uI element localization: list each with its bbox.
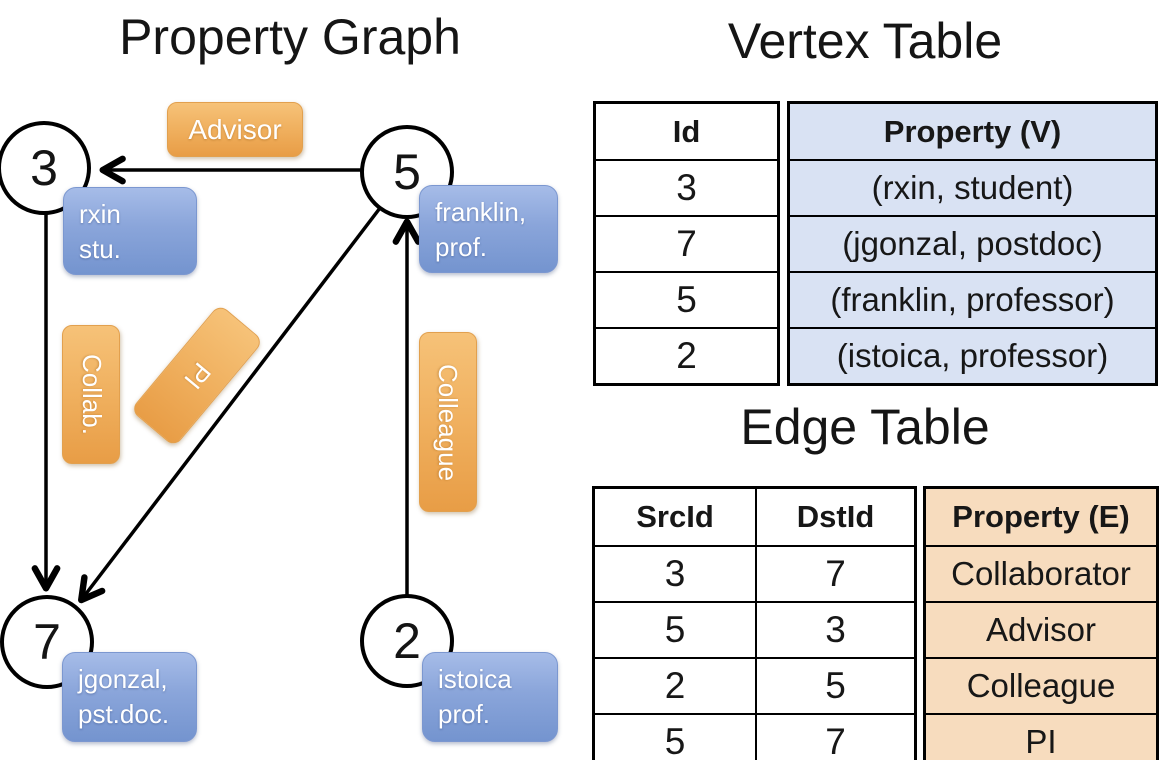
edge-table: SrcId DstId 3 7 5 3 2 5 5 7 Property (E)	[592, 486, 1159, 760]
vertex-property-line: prof.	[435, 232, 488, 262]
column-header-dstid: DstId	[755, 486, 917, 547]
vertex-id-5: 5	[393, 144, 421, 200]
table-cell: 2	[593, 327, 780, 386]
vertex-property-line: istoica	[438, 664, 512, 694]
table-cell: PI	[923, 713, 1159, 760]
vertex-property-box-5: franklin, prof.	[419, 185, 558, 273]
edge-label-advisor: Advisor	[167, 102, 303, 157]
column-header-property-v: Property (V)	[787, 101, 1158, 161]
vertex-property-line: jgonzal,	[78, 664, 168, 694]
vertex-property-box-7: jgonzal, pst.doc.	[62, 652, 197, 742]
column-header-property-e: Property (E)	[923, 486, 1159, 547]
table-cell: 5	[592, 713, 757, 760]
column-header-id: Id	[593, 101, 780, 161]
table-cell: Advisor	[923, 601, 1159, 659]
table-gap	[780, 101, 787, 386]
edge-pi-5-to-7	[78, 206, 382, 604]
edge-label-collab: Collab.	[62, 325, 120, 464]
table-cell: 7	[593, 215, 780, 273]
table-gap	[917, 486, 923, 760]
vertex-table-title: Vertex Table	[727, 13, 1003, 69]
property-graph-title: Property Graph	[119, 9, 461, 65]
table-cell: 3	[755, 601, 917, 659]
table-cell: Collaborator	[923, 545, 1159, 603]
vertex-property-line: franklin,	[435, 197, 527, 227]
edge-table-title: Edge Table	[740, 399, 990, 455]
vertex-id-7: 7	[33, 614, 61, 670]
vertex-table: Id 3 7 5 2 Property (V) (rxin, student) …	[593, 101, 1158, 386]
vertex-id-2: 2	[393, 613, 421, 669]
table-cell: 7	[755, 713, 917, 760]
vertex-property-line: stu.	[79, 234, 121, 264]
table-cell: (jgonzal, postdoc)	[787, 215, 1158, 273]
table-cell: 2	[592, 657, 757, 715]
vertex-property-line: rxin	[79, 199, 121, 229]
table-cell: 7	[755, 545, 917, 603]
vertex-id-3: 3	[30, 140, 58, 196]
table-cell: (rxin, student)	[787, 159, 1158, 217]
edge-label-colleague: Colleague	[419, 332, 477, 512]
vertex-property-box-2: istoica prof.	[422, 652, 558, 742]
edge-property-column: Property (E) Collaborator Advisor Collea…	[923, 486, 1159, 760]
vertex-id-column: Id 3 7 5 2	[593, 101, 780, 386]
table-cell: Colleague	[923, 657, 1159, 715]
table-cell: (franklin, professor)	[787, 271, 1158, 329]
edge-id-columns: SrcId DstId 3 7 5 3 2 5 5 7	[592, 486, 917, 760]
table-cell: 5	[592, 601, 757, 659]
table-cell: 5	[593, 271, 780, 329]
table-cell: 3	[593, 159, 780, 217]
vertex-property-line: prof.	[438, 699, 491, 729]
vertex-property-box-3: rxin stu.	[63, 187, 197, 275]
table-cell: 5	[755, 657, 917, 715]
vertex-property-column: Property (V) (rxin, student) (jgonzal, p…	[787, 101, 1158, 386]
table-cell: 3	[592, 545, 757, 603]
vertex-property-line: pst.doc.	[78, 699, 170, 729]
table-cell: (istoica, professor)	[787, 327, 1158, 386]
column-header-srcid: SrcId	[592, 486, 757, 547]
